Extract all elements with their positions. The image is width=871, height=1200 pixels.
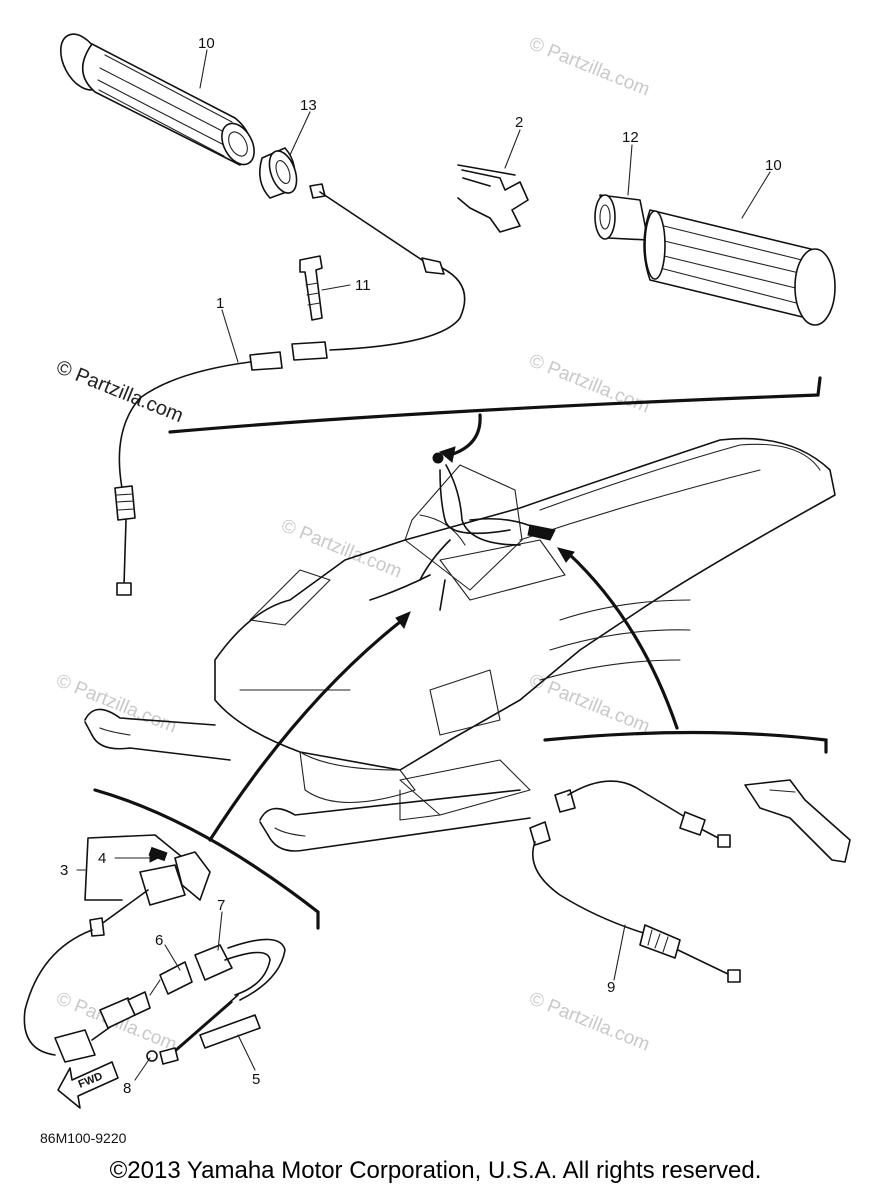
- brake-lever: [744, 779, 851, 863]
- arrowhead: [556, 547, 575, 563]
- part-label-10-right: 10: [765, 157, 782, 174]
- throttle-cable-1: [114, 183, 466, 596]
- watermark: © Partzilla.com: [526, 670, 653, 737]
- throttle-switch-group: [23, 834, 211, 1063]
- part-label-4: 4: [98, 850, 106, 867]
- arrowhead: [395, 611, 411, 629]
- cable-assembly-6-7: [99, 938, 286, 1065]
- clip-2: [457, 164, 529, 233]
- part-label-3: 3: [60, 862, 68, 879]
- grip-left: [59, 33, 255, 166]
- bolt-11: [299, 255, 323, 321]
- arrow-left: [208, 616, 407, 842]
- leader-lines: [76, 49, 771, 1081]
- part-label-12: 12: [622, 129, 639, 146]
- collar-12: [594, 194, 649, 241]
- part-labels: 10 13 2 12 10 11 1 3 4 7 6 5 8 9: [60, 35, 782, 1097]
- part-label-11: 11: [355, 277, 371, 294]
- part-label-2: 2: [515, 114, 523, 131]
- arrow-right: [566, 551, 679, 730]
- grip-right: [643, 209, 836, 326]
- part-label-8: 8: [123, 1080, 131, 1097]
- part-label-10-left: 10: [198, 35, 215, 52]
- handlebar-cables: [369, 452, 556, 611]
- arrowhead: [438, 446, 456, 463]
- fwd-arrow: FWD: [57, 1061, 119, 1109]
- part-label-1: 1: [216, 295, 224, 312]
- ski-left: [84, 708, 231, 761]
- snowmobile-body: [214, 437, 836, 821]
- separator-lower-left: [93, 788, 320, 930]
- ski-right: [259, 789, 531, 852]
- brake-cable-9: [529, 780, 741, 983]
- arrow-upper: [448, 413, 482, 457]
- part-label-5: 5: [252, 1071, 260, 1088]
- part-label-9: 9: [607, 979, 615, 996]
- part-label-13: 13: [300, 97, 317, 114]
- part-label-7: 7: [217, 897, 225, 914]
- part-label-6: 6: [155, 932, 163, 949]
- watermark-dark: © Partzilla.com: [53, 356, 186, 427]
- watermark: © Partzilla.com: [526, 988, 653, 1055]
- collar-13: [259, 147, 298, 199]
- watermark: © Partzilla.com: [526, 33, 653, 100]
- copyright-notice: ©2013 Yamaha Motor Corporation, U.S.A. A…: [109, 1157, 762, 1184]
- watermark-layer: © Partzilla.com © Partzilla.com © Partzi…: [53, 33, 653, 1055]
- diagram-code: 86M100-9220: [40, 1130, 127, 1146]
- separator-upper: [168, 376, 822, 434]
- separator-lower-right: [543, 730, 828, 754]
- watermark: © Partzilla.com: [53, 670, 180, 737]
